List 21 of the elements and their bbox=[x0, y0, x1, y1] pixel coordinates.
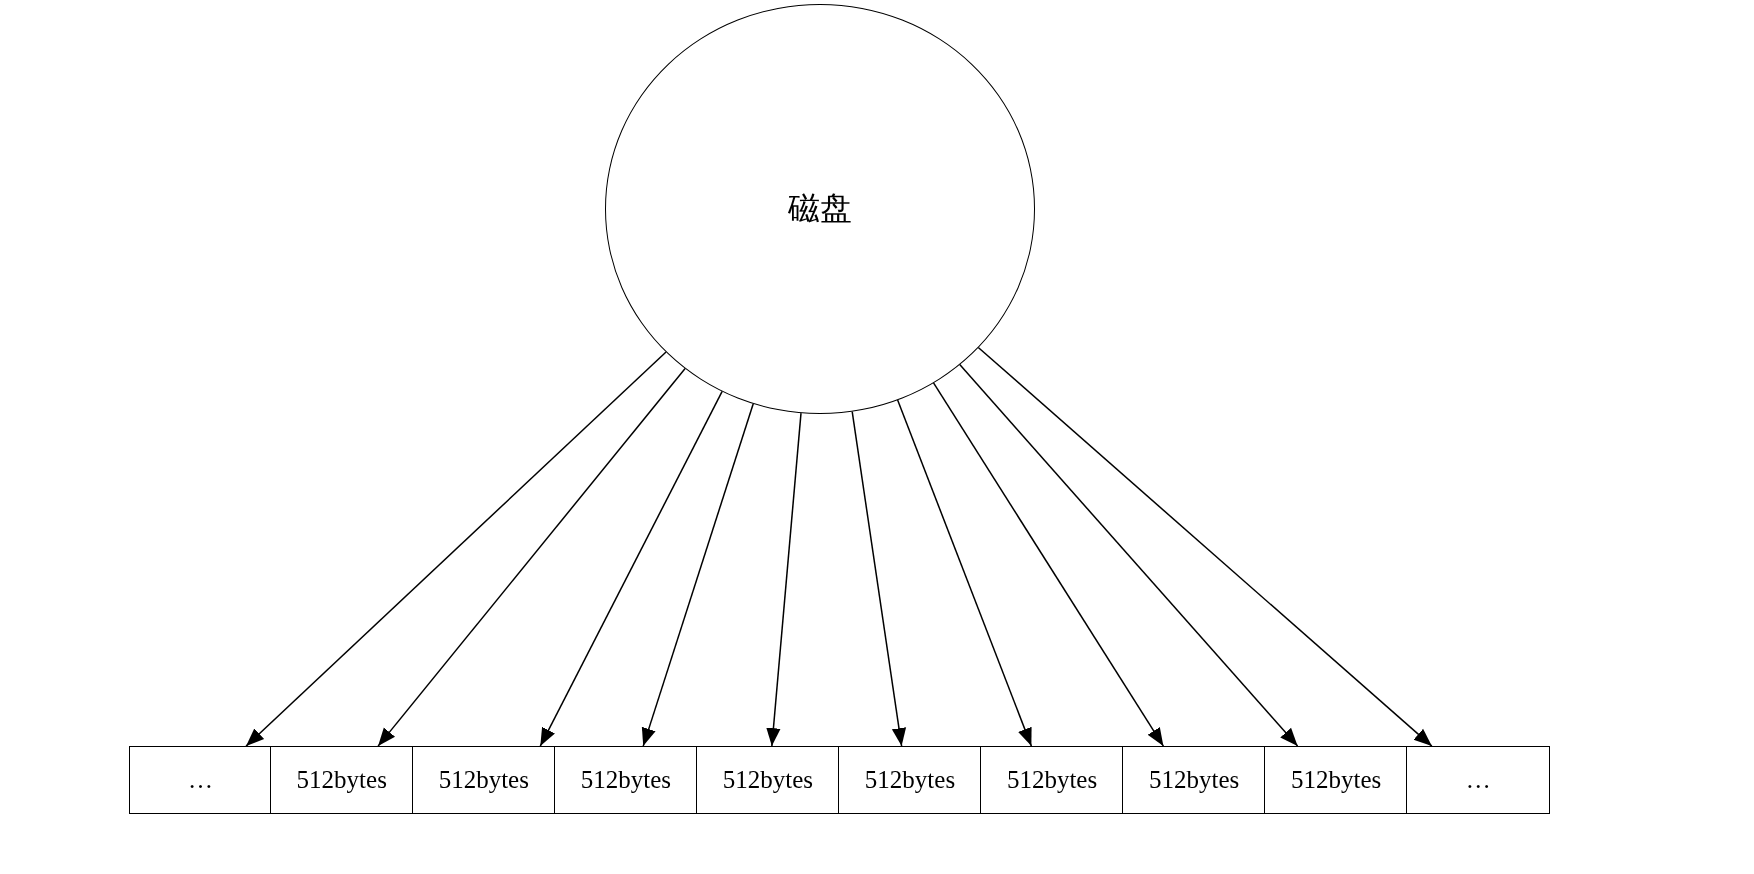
sector-box: 512bytes bbox=[554, 746, 698, 815]
arrow bbox=[851, 410, 907, 747]
arrow bbox=[958, 363, 1299, 747]
arrow bbox=[766, 412, 802, 747]
arrow bbox=[641, 403, 754, 747]
sector-box: 512bytes bbox=[980, 746, 1124, 815]
sector-box: 512bytes bbox=[838, 746, 982, 815]
arrow bbox=[539, 390, 723, 747]
disk-circle: 磁盘 bbox=[605, 4, 1035, 414]
sector-box: 512bytes bbox=[412, 746, 556, 815]
sector-box: 512bytes bbox=[269, 746, 414, 815]
sector-box: … bbox=[1406, 746, 1551, 815]
sector-box: 512bytes bbox=[696, 746, 840, 815]
arrow bbox=[932, 382, 1165, 747]
arrow bbox=[245, 351, 667, 747]
arrow bbox=[977, 346, 1433, 747]
sector-box: 512bytes bbox=[1122, 746, 1266, 815]
arrow bbox=[377, 367, 686, 747]
sector-box: 512bytes bbox=[1264, 746, 1408, 815]
sector-box: … bbox=[128, 746, 273, 815]
arrow bbox=[896, 399, 1033, 747]
